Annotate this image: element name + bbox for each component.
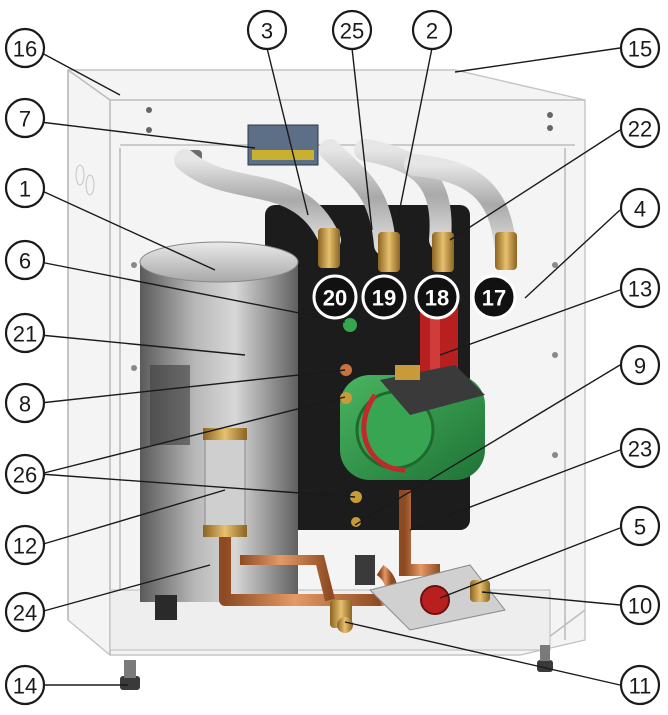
brass-valves [318,228,517,272]
port-19: 19 [361,274,407,320]
callout-10: 10 [619,584,661,626]
callout-22: 22 [619,107,661,149]
callout-25: 25 [331,9,373,51]
callout-16: 16 [4,27,46,69]
svg-text:14: 14 [13,674,37,699]
svg-text:2: 2 [426,19,438,44]
callout-5: 5 [619,505,661,547]
callout-8: 8 [4,382,46,424]
svg-text:20: 20 [323,286,347,311]
small-fittings [340,318,362,527]
port-20: 20 [312,274,358,320]
svg-text:9: 9 [634,354,646,379]
svg-text:18: 18 [425,286,449,311]
callout-4: 4 [619,187,661,229]
svg-text:17: 17 [482,286,506,311]
callout-13: 13 [619,267,661,309]
svg-text:13: 13 [628,277,652,302]
callout-11: 11 [619,664,661,706]
svg-text:25: 25 [340,19,364,44]
callout-24: 24 [4,591,46,633]
svg-text:24: 24 [13,601,37,626]
callout-6: 6 [4,239,46,281]
leader-lines [39,47,621,686]
svg-text:15: 15 [628,37,652,62]
circulation-pump [340,365,485,480]
svg-text:4: 4 [634,197,646,222]
callout-14: 14 [4,664,46,706]
callout-23: 23 [619,427,661,469]
callout-12: 12 [4,524,46,566]
callout-7: 7 [4,97,46,139]
callout-1: 1 [4,167,46,209]
svg-text:1: 1 [19,177,31,202]
svg-text:3: 3 [261,19,273,44]
port-17: 17 [471,274,517,320]
port-18: 18 [414,274,460,320]
svg-text:19: 19 [372,286,396,311]
callout-26: 26 [4,453,46,495]
filter-housing [203,428,247,537]
svg-text:12: 12 [13,534,37,559]
bottom-valve-assembly [330,555,506,633]
svg-text:21: 21 [13,322,37,347]
svg-text:5: 5 [634,515,646,540]
callout-15: 15 [619,27,661,69]
red-cylinder [420,300,458,380]
svg-text:10: 10 [628,594,652,619]
callout-3: 3 [246,9,288,51]
svg-text:22: 22 [628,117,652,142]
svg-text:16: 16 [13,37,37,62]
callout-21: 21 [4,312,46,354]
svg-text:23: 23 [628,437,652,462]
svg-text:6: 6 [19,249,31,274]
callout-2: 2 [411,9,453,51]
svg-text:8: 8 [19,392,31,417]
svg-text:7: 7 [19,107,31,132]
svg-text:11: 11 [629,674,652,699]
callout-9: 9 [619,344,661,386]
svg-text:26: 26 [13,463,37,488]
